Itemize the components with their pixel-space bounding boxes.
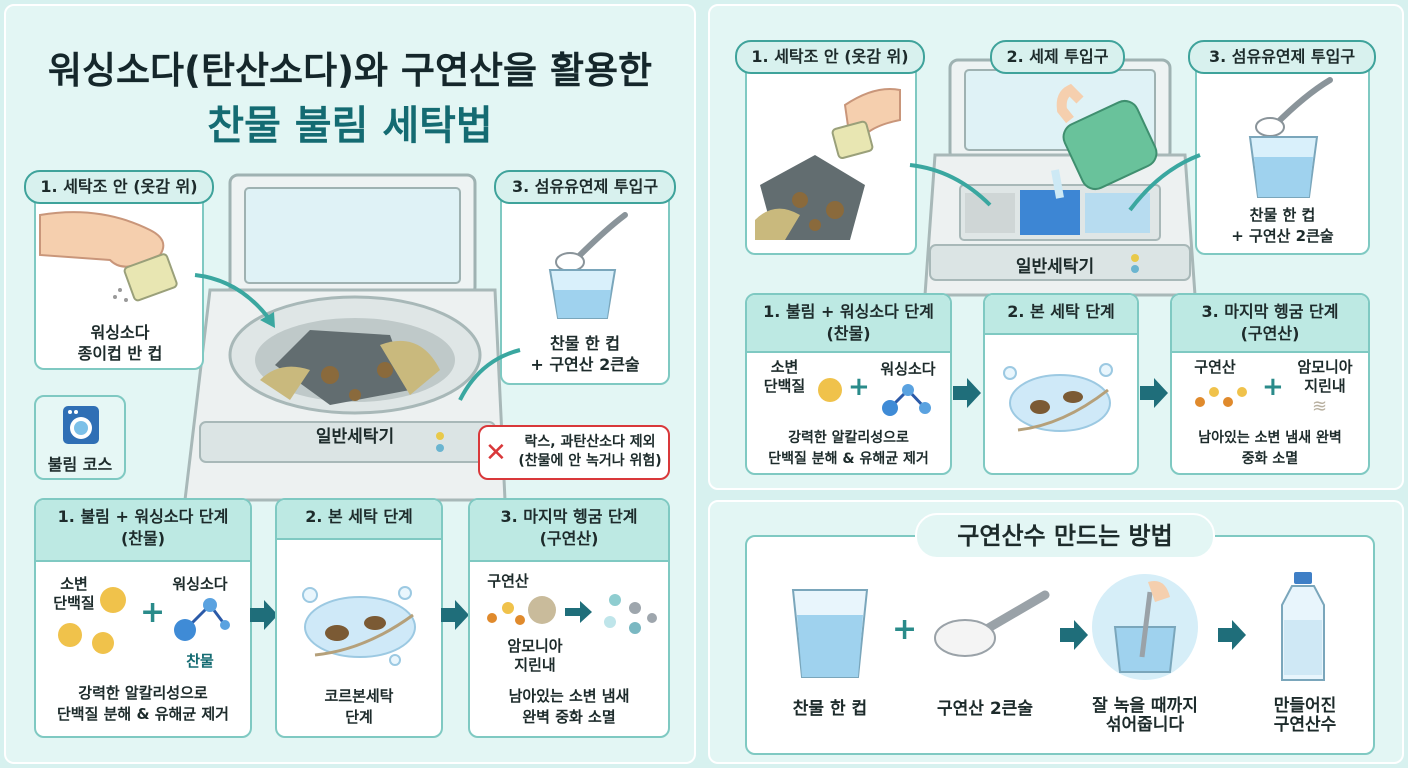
warning-text: 락스, 과탄산소다 제외(찬물에 안 녹거나 위험)	[518, 434, 662, 469]
cup-spoon-icon	[548, 212, 628, 319]
molecule-icon	[174, 598, 230, 641]
odor-icon: ≋	[1312, 396, 1328, 417]
bottle-icon	[1281, 572, 1325, 681]
spoon-icon	[934, 590, 1050, 657]
right-stage2-card: 2. 본 세탁 단계	[983, 293, 1139, 475]
stage3-card: 3. 마지막 헹굼 단계(구연산)	[468, 498, 670, 738]
arrow-right-icon	[953, 378, 981, 408]
right-step2-tag: 2. 세제 투입구	[990, 40, 1125, 74]
right-stage1-card: 1. 불림 + 워싱소다 단계(찬물)	[745, 293, 952, 475]
arrow-right-icon	[441, 600, 469, 630]
arrow-right-icon	[1140, 378, 1168, 408]
molecule-icon	[882, 384, 931, 416]
plus-icon: +	[140, 595, 166, 630]
course-label: 불림 코스	[47, 455, 113, 474]
reaction-icon	[487, 594, 657, 634]
arrow-right-icon	[250, 600, 278, 630]
water-cup-icon	[791, 589, 869, 678]
recipe-item-1: 찬물 한 컵	[792, 699, 868, 719]
washing-machine-illustration	[923, 58, 1197, 297]
arrow-right-icon	[1218, 620, 1246, 650]
warning-box	[478, 425, 670, 480]
soda-label: 워싱소다	[880, 360, 936, 378]
bubbles-icon	[302, 586, 416, 666]
recipe-title: 구연산수 만드는 방법	[915, 513, 1215, 559]
plus-icon: +	[1262, 372, 1284, 402]
right-step1-tag: 1. 세탁조 안 (옷감 위)	[735, 40, 925, 74]
bubbles-icon	[1003, 363, 1113, 432]
right-step3-caption: 찬물 한 컵+ 구연산 2큰술	[1231, 206, 1334, 245]
right-step3-tag: 3. 섬유유연제 투입구	[1188, 40, 1376, 74]
arrow-right-icon	[1060, 620, 1088, 650]
recipe-item-2: 구연산 2큰술	[937, 699, 1033, 719]
step1-tag: 1. 세탁조 안 (옷감 위)	[24, 170, 214, 204]
protein-icon	[58, 587, 126, 654]
page-title: 워싱소다(탄산소다)와 구연산을 활용한	[47, 49, 653, 92]
right-stage3-card: 3. 마지막 헹굼 단계(구연산)	[1170, 293, 1370, 475]
plus-icon: +	[892, 612, 918, 647]
protein-icon	[818, 378, 842, 402]
machine-label: 일반세탁기	[1015, 257, 1095, 277]
arrow-icon	[458, 348, 521, 401]
machine-label: 일반세탁기	[315, 427, 395, 447]
soda-label: 워싱소다	[172, 575, 228, 593]
detergent-bottle-icon	[1051, 83, 1158, 199]
acid-label: 구연산	[487, 572, 529, 590]
acid-molecule-icon	[1195, 387, 1247, 407]
arrow-icon	[1128, 153, 1201, 212]
cold-water-label: 찬물	[186, 652, 214, 670]
plus-icon: +	[848, 372, 870, 402]
washer-icon	[63, 406, 99, 444]
arrow-icon	[909, 163, 992, 207]
acid-label: 구연산	[1194, 358, 1236, 376]
close-icon: ✕	[485, 438, 507, 468]
stirring-icon	[1092, 574, 1198, 680]
hand-pouring-icon	[755, 88, 901, 240]
cup-spoon-icon	[1248, 77, 1333, 198]
page-subtitle: 찬물 불림 세탁법	[207, 103, 493, 149]
stage1-card: 1. 불림 + 워싱소다 단계(찬물)	[34, 498, 252, 738]
step3-tag: 3. 섬유유연제 투입구	[494, 170, 676, 204]
step3-caption: 찬물 한 컵+ 구연산 2큰술	[530, 334, 640, 374]
arrow-icon	[194, 273, 275, 328]
hand-pouring-icon	[39, 211, 178, 302]
